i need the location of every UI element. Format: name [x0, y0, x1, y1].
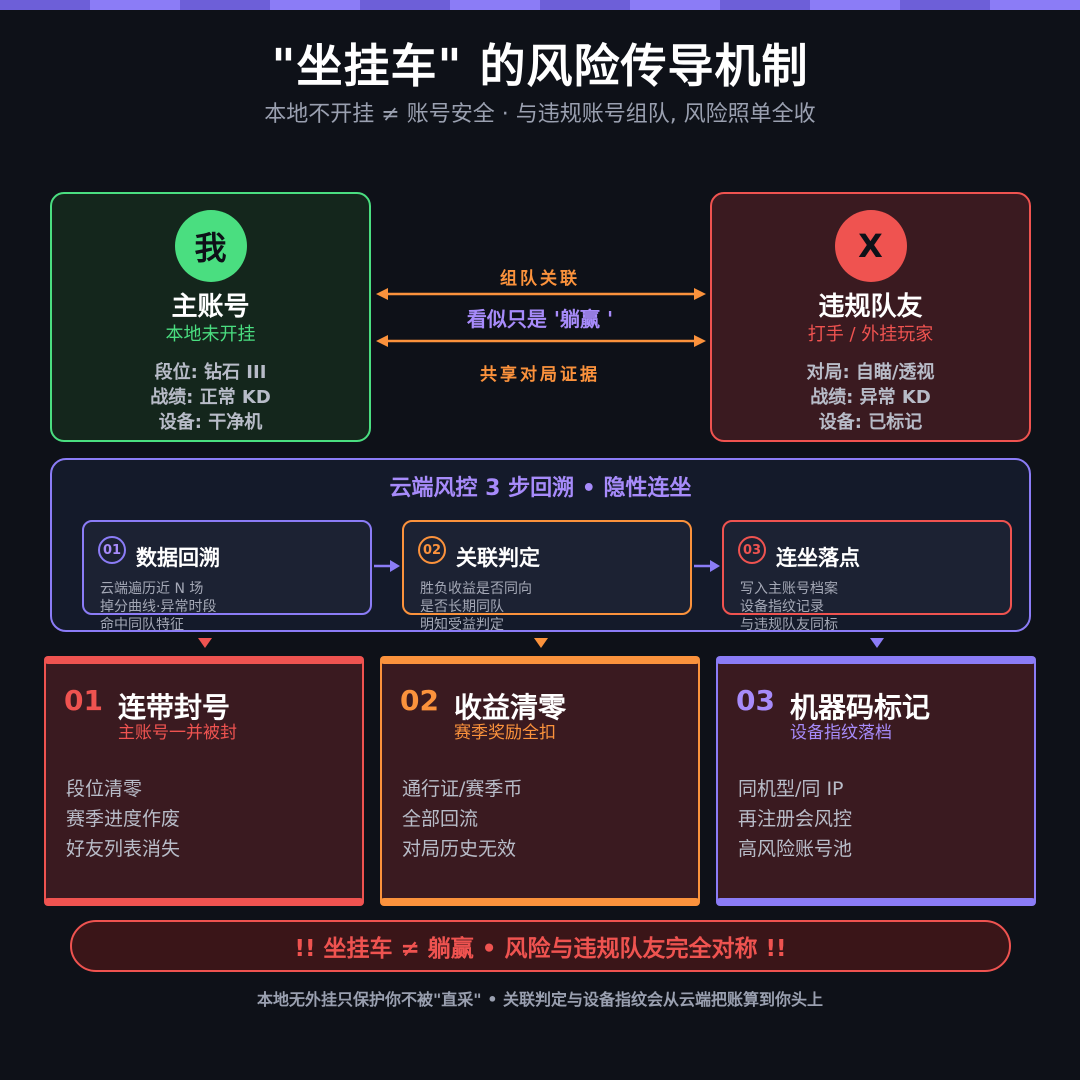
result-number: 01	[64, 684, 103, 717]
result-item: 赛季进度作废	[66, 808, 181, 830]
step-arrow-1	[374, 560, 400, 572]
step-number: 01	[98, 536, 126, 564]
step-detail: 掉分曲线·异常时段	[100, 599, 217, 615]
main-account-card: 我 主账号 本地未开挂 段位: 钻石 III 战绩: 正常 KD 设备: 干净机	[50, 192, 371, 442]
page-title: "坐挂车" 的风险传导机制	[271, 39, 809, 93]
main-account-stat-device: 设备: 干净机	[158, 412, 263, 433]
main-account-name: 主账号	[171, 292, 250, 322]
step-arrow-2	[694, 560, 720, 572]
link-arrow-bottom-left-head	[376, 335, 388, 347]
result-number: 03	[736, 684, 775, 717]
step-detail: 设备指纹记录	[740, 599, 824, 615]
step-detail: 胜负收益是否同向	[420, 581, 532, 597]
footnote: 本地无外挂只保护你不被"直采" • 关联判定与设备指纹会从云端把账算到你头上	[256, 990, 824, 1009]
main-account-stat-rank: 段位: 钻石 III	[154, 362, 267, 383]
result-title: 连带封号	[118, 691, 231, 724]
down-arrow-2	[534, 638, 548, 648]
warning-banner: !! 坐挂车 ≠ 躺赢 • 风险与违规队友完全对称 !!	[70, 920, 1011, 972]
violator-avatar: X	[834, 210, 907, 282]
result-subtitle: 主账号一并被封	[118, 723, 237, 743]
result-item: 再注册会风控	[738, 808, 853, 830]
link-label-carry: 看似只是 '躺赢 '	[466, 307, 614, 331]
result-card-ban: 01 连带封号 主账号一并被封 段位清零 赛季进度作废 好友列表消失	[44, 656, 364, 906]
result-item: 同机型/同 IP	[738, 778, 844, 800]
step-detail: 是否长期同队	[420, 599, 504, 615]
result-number: 02	[400, 684, 439, 717]
step-number: 02	[418, 536, 446, 564]
link-arrow-top-left-head	[376, 288, 388, 300]
step-detail: 明知受益判定	[420, 617, 504, 633]
result-item: 通行证/赛季币	[402, 778, 523, 800]
violator-stat-match: 对局: 自瞄/透视	[806, 362, 935, 383]
link-arrow-bottom-right-head	[694, 335, 706, 347]
result-item: 好友列表消失	[66, 838, 181, 860]
result-subtitle: 设备指纹落档	[790, 723, 892, 743]
result-item: 高风险账号池	[738, 838, 853, 860]
main-account-tag: 本地未开挂	[165, 324, 256, 345]
violator-stat-device: 设备: 已标记	[818, 412, 923, 433]
result-card-top-bar	[716, 656, 1036, 664]
violator-tag: 打手 / 外挂玩家	[807, 324, 934, 345]
link-label-evidence: 共享对局证据	[480, 365, 600, 385]
cloud-risk-panel: 云端风控 3 步回溯 • 隐性连坐 01 数据回溯 云端遍历近 N 场 掉分曲线…	[50, 458, 1031, 633]
result-item: 对局历史无效	[402, 838, 517, 860]
down-arrow-3	[870, 638, 884, 648]
down-arrow-1	[198, 638, 212, 648]
step-detail: 命中同队特征	[100, 617, 184, 633]
step-number: 03	[738, 536, 766, 564]
link-arrows	[376, 288, 706, 347]
step-implication: 03 连坐落点 写入主账号档案 设备指纹记录 与违规队友同标	[722, 520, 1012, 633]
step-detail: 与违规队友同标	[740, 617, 838, 633]
result-card-bottom-bar	[44, 898, 364, 906]
link-label-team: 组队关联	[500, 269, 580, 289]
result-item: 全部回流	[402, 808, 479, 830]
link-arrow-top-right-head	[694, 288, 706, 300]
violator-card: X 违规队友 打手 / 外挂玩家 对局: 自瞄/透视 战绩: 异常 KD 设备:…	[710, 192, 1031, 442]
top-accent-bar	[0, 0, 1080, 10]
step-title: 关联判定	[456, 546, 540, 570]
step-data-backtrack: 01 数据回溯 云端遍历近 N 场 掉分曲线·异常时段 命中同队特征	[82, 520, 372, 633]
result-item: 段位清零	[66, 778, 143, 800]
result-title: 机器码标记	[790, 691, 931, 724]
main-account-stat-record: 战绩: 正常 KD	[150, 387, 271, 408]
cloud-risk-panel-title: 云端风控 3 步回溯 • 隐性连坐	[389, 476, 692, 501]
violator-name: 违规队友	[818, 292, 923, 322]
result-card-top-bar	[44, 656, 364, 664]
page-subtitle: 本地不开挂 ≠ 账号安全 · 与违规账号组队, 风险照单全收	[264, 102, 816, 127]
result-card-top-bar	[380, 656, 700, 664]
result-card-bottom-bar	[380, 898, 700, 906]
result-title: 收益清零	[454, 691, 567, 724]
main-account-avatar: 我	[174, 210, 247, 282]
step-association: 02 关联判定 胜负收益是否同向 是否长期同队 明知受益判定	[402, 520, 692, 633]
step-title: 连坐落点	[776, 546, 860, 570]
violator-stat-record: 战绩: 异常 KD	[810, 387, 931, 408]
result-subtitle: 赛季奖励全扣	[454, 723, 556, 743]
step-detail: 云端遍历近 N 场	[100, 581, 204, 597]
step-detail: 写入主账号档案	[740, 581, 838, 597]
result-card-earnings: 02 收益清零 赛季奖励全扣 通行证/赛季币 全部回流 对局历史无效	[380, 656, 700, 906]
result-card-machine-mark: 03 机器码标记 设备指纹落档 同机型/同 IP 再注册会风控 高风险账号池	[716, 656, 1036, 906]
result-card-bottom-bar	[716, 898, 1036, 906]
step-title: 数据回溯	[136, 546, 220, 570]
